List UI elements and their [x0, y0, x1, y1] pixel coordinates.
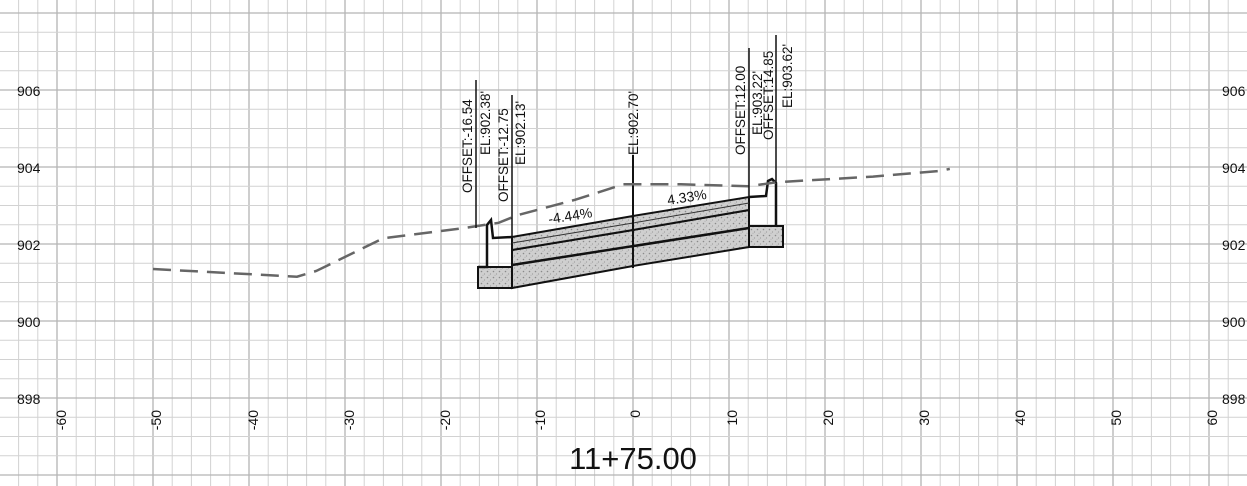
elevation-label-902-right: 902: [1222, 237, 1246, 253]
offset-label-neg30: -30: [341, 410, 357, 430]
left-edge-offset-label: OFFSET:-12.75: [496, 108, 511, 202]
callout-labels: OFFSET:-16.54 EL:902.38' OFFSET:-12.75 E…: [460, 44, 795, 202]
left-gutter-elevation-label: EL:902.38': [478, 91, 493, 155]
left-cross-slope-label: -4.44%: [547, 204, 593, 227]
pavement-course-line: [632, 202, 750, 224]
elevation-label-900: 900: [17, 314, 41, 330]
pavement-section: [477, 155, 784, 290]
elevation-label-904: 904: [17, 160, 41, 176]
right-edge-elevation-label: EL:903.22': [750, 71, 765, 135]
offset-label-0: 0: [627, 410, 643, 418]
elevation-label-906: 906: [17, 83, 41, 99]
callout-leaders: [475, 35, 777, 237]
offset-label-neg40: -40: [245, 410, 261, 430]
existing-ground-line: [152, 167, 951, 278]
left-edge-elevation-label: EL:902.13': [513, 101, 528, 165]
elevation-axis-left: 906 904 902 900 898: [17, 83, 41, 407]
existing-ground: [152, 167, 951, 278]
right-curb-foundation: [748, 225, 784, 248]
offset-axis: -60 -50 -40 -30 -20 -10 0 10 20 30 40 50…: [53, 410, 1220, 430]
elevation-label-900-right: 900: [1222, 314, 1246, 330]
elevation-label-898-right: 898: [1222, 391, 1246, 407]
left-curb-foundation: [477, 266, 513, 289]
elevation-axis-right: 906 904 902 900 898: [1222, 83, 1246, 407]
pavement-layer-line: [511, 226, 750, 267]
offset-label-neg20: -20: [437, 410, 453, 430]
pavement-course-line: [511, 222, 634, 244]
elevation-label-906-right: 906: [1222, 83, 1246, 99]
offset-label-10: 10: [724, 410, 740, 426]
right-edge-offset-label: OFFSET:12.00: [733, 66, 748, 155]
station-label: 11+75.00: [569, 441, 697, 476]
right-gutter-elevation-label: EL:903.62': [780, 44, 795, 108]
right-curb-and-gutter: [748, 177, 778, 226]
elevation-label-904-right: 904: [1222, 160, 1246, 176]
crown-elevation-label: EL:902.70': [626, 91, 641, 155]
right-cross-slope-label: 4.33%: [666, 186, 708, 208]
offset-label-40: 40: [1012, 410, 1028, 426]
elevation-label-902: 902: [17, 237, 41, 253]
offset-label-50: 50: [1108, 410, 1124, 426]
left-curb-and-gutter: [478, 216, 513, 269]
cross-slope-labels: -4.44% 4.33%: [547, 186, 708, 227]
elevation-label-898: 898: [17, 391, 41, 407]
left-gutter-offset-label: OFFSET:-16.54: [460, 99, 475, 193]
offset-label-neg50: -50: [148, 410, 164, 430]
offset-label-neg60: -60: [53, 410, 69, 430]
offset-label-60: 60: [1204, 410, 1220, 426]
offset-label-30: 30: [916, 410, 932, 426]
offset-label-neg10: -10: [532, 410, 548, 430]
offset-label-20: 20: [820, 410, 836, 426]
right-gutter-offset-label: OFFSET:14.85: [761, 51, 776, 140]
